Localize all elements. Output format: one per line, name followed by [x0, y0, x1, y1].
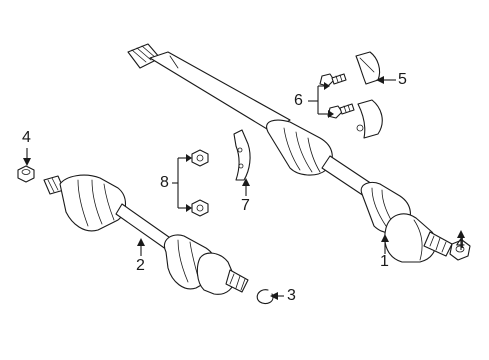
left-half-shaft [43, 174, 249, 295]
shield-bracket [233, 129, 251, 181]
callout-2: 2 [136, 257, 145, 274]
callout-3: 3 [287, 287, 296, 304]
circlip [256, 289, 274, 305]
bracket-upper [355, 51, 381, 85]
hub-nut-right [449, 239, 471, 261]
bolt-upper [319, 73, 347, 87]
callout-8: 8 [160, 174, 169, 191]
nut-upper [191, 149, 209, 167]
callout-6: 6 [294, 92, 303, 109]
callout-5: 5 [398, 71, 407, 88]
right-half-shaft [127, 43, 453, 263]
callout-1: 1 [380, 253, 389, 270]
callout-4-left: 4 [22, 129, 31, 146]
callout-4-right: 4 [456, 235, 465, 252]
callout-7: 7 [241, 197, 250, 214]
bolt-lower [327, 103, 355, 119]
nut-lower [191, 199, 209, 217]
bracket-lower [356, 99, 383, 139]
hub-nut-left [17, 165, 35, 183]
